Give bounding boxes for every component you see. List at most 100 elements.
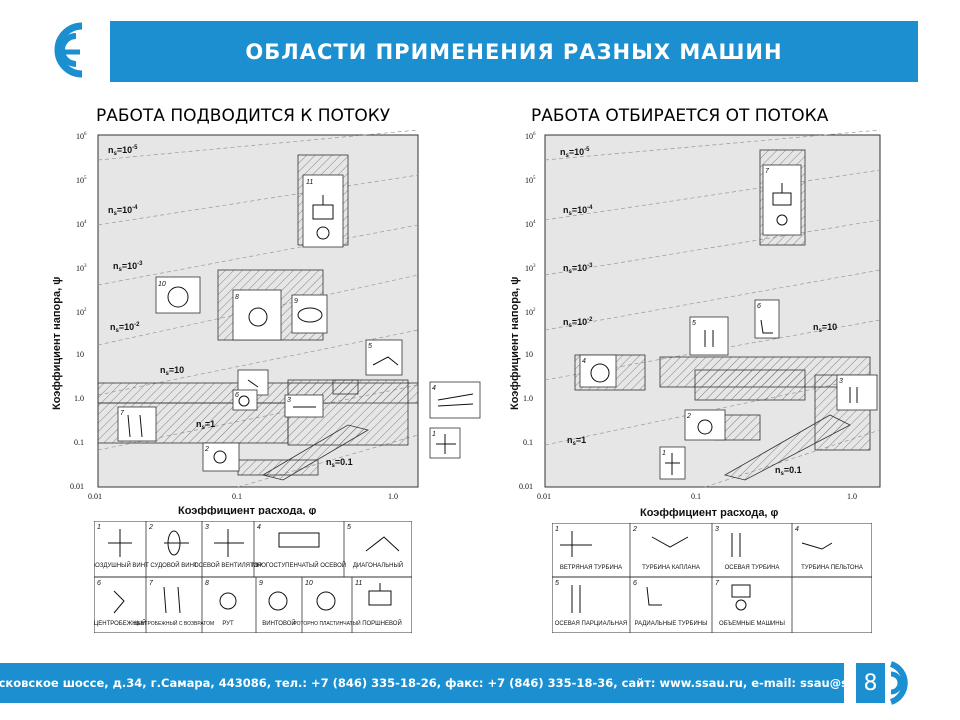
legend-labels: ВЕТРЯНАЯ ТУРБИНА ТУРБИНА КАПЛАНА ОСЕВАЯ … <box>555 565 863 627</box>
svg-text:105: 105 <box>525 176 536 185</box>
machine-7-icon <box>762 164 802 236</box>
y-axis-label: Коэффициент напора, ψ <box>509 277 521 410</box>
ns-label: ns=0.1 <box>775 465 802 477</box>
legend-label: ОСЕВОЙ ВЕНТИЛЯТОР <box>194 561 262 569</box>
svg-text:0.01: 0.01 <box>537 492 551 501</box>
ns-label: ns=10-4 <box>108 205 138 217</box>
svg-text:106: 106 <box>525 132 536 141</box>
svg-text:1.0: 1.0 <box>847 492 857 501</box>
machine-11-icon <box>302 174 344 248</box>
svg-text:103: 103 <box>525 264 536 273</box>
page-title: ОБЛАСТИ ПРИМЕНЕНИЯ РАЗНЫХ МАШИН <box>245 39 783 64</box>
machine-icons <box>117 174 403 472</box>
legend-labels: ВОЗДУШНЫЙ ВИНТ СУДОВОЙ ВИНТ ОСЕВОЙ ВЕНТИ… <box>94 561 403 627</box>
ns-label: ns=10-5 <box>108 145 138 157</box>
legend-label: ОСЕВАЯ ТУРБИНА <box>725 565 780 571</box>
machine-2-icon <box>684 409 726 441</box>
svg-text:5: 5 <box>347 524 351 531</box>
svg-text:2: 2 <box>686 413 691 420</box>
svg-text:0.01: 0.01 <box>519 482 533 491</box>
svg-text:3: 3 <box>205 524 209 531</box>
svg-text:10: 10 <box>158 281 166 288</box>
svg-text:1: 1 <box>432 431 436 438</box>
ns-label: ns=10-5 <box>560 147 590 159</box>
svg-text:8: 8 <box>235 294 239 301</box>
ns-label: ns=1 <box>567 435 586 447</box>
legend-label: РОТОРНО ПЛАСТИНЧАТЫЙ <box>293 619 361 627</box>
svg-text:2: 2 <box>632 526 637 533</box>
svg-text:1: 1 <box>555 526 559 533</box>
svg-text:102: 102 <box>76 308 87 317</box>
svg-text:7: 7 <box>149 580 154 587</box>
machine-6-icon <box>232 389 258 411</box>
ns-label: ns=10 <box>160 365 184 377</box>
svg-text:0.1: 0.1 <box>691 492 701 501</box>
svg-text:104: 104 <box>525 220 536 229</box>
header-bar: ОБЛАСТИ ПРИМЕНЕНИЯ РАЗНЫХ МАШИН <box>110 21 918 82</box>
legend-label: ОБЪЕМНЫЕ МАШИНЫ <box>719 621 785 627</box>
legend-label: МНОГОСТУПЕНЧАТЫЙ ОСЕВОЙ <box>252 561 346 569</box>
svg-text:1: 1 <box>97 524 101 531</box>
machine-5-icon <box>365 339 403 376</box>
svg-text:106: 106 <box>76 132 87 141</box>
svg-text:11: 11 <box>306 179 313 186</box>
svg-text:6: 6 <box>757 303 761 310</box>
legend-label: ДИАГОНАЛЬНЫЙ <box>353 561 403 569</box>
svg-text:4: 4 <box>795 526 799 533</box>
legend-label: ВИНТОВОЙ <box>262 619 296 627</box>
left-external-icons: 4 1 <box>429 381 481 459</box>
svg-text:0.1: 0.1 <box>523 438 533 447</box>
ns-label: ns=1 <box>196 419 215 431</box>
ns-label: ns=10-3 <box>563 263 593 275</box>
ns-label: ns=10-2 <box>563 317 593 329</box>
legend-label: ПОРШНЕВОЙ <box>362 619 402 627</box>
svg-text:6: 6 <box>235 392 239 399</box>
svg-text:1: 1 <box>662 450 666 457</box>
svg-text:3: 3 <box>287 397 291 404</box>
legend-label: СУДОВОЙ ВИНТ <box>150 561 198 569</box>
footer-address: ул. Московское шоссе, д.34, г.Самара, 44… <box>0 676 890 690</box>
svg-text:7: 7 <box>120 410 125 417</box>
legend-label: ОСЕВАЯ ПАРЦИАЛЬНАЯ <box>555 621 628 627</box>
machine-2-icon <box>202 442 240 472</box>
svg-text:3: 3 <box>839 378 843 385</box>
x-ticks: 0.01 0.1 1.0 <box>537 492 857 501</box>
legend-label: ТУРБИНА КАПЛАНА <box>642 565 700 571</box>
svg-text:0.1: 0.1 <box>232 492 242 501</box>
y-axis-label: Коэффициент напора, ψ <box>51 277 63 410</box>
svg-text:3: 3 <box>715 526 719 533</box>
footer-bar: ул. Московское шоссе, д.34, г.Самара, 44… <box>0 663 889 703</box>
ssau-logo-icon <box>54 22 83 78</box>
ns-label: ns=10-4 <box>563 205 593 217</box>
svg-text:0.01: 0.01 <box>88 492 102 501</box>
svg-text:6: 6 <box>633 580 637 587</box>
svg-text:11: 11 <box>355 580 362 587</box>
ns-label: ns=10 <box>813 322 837 334</box>
left-panel-title: РАБОТА ПОДВОДИТСЯ К ПОТОКУ <box>96 106 391 126</box>
svg-text:104: 104 <box>76 220 87 229</box>
svg-text:1.0: 1.0 <box>523 394 533 403</box>
svg-text:102: 102 <box>525 308 536 317</box>
svg-text:105: 105 <box>76 176 87 185</box>
x-axis-label: Коэффициент расхода, φ <box>640 507 779 519</box>
machine-5-icon <box>689 316 729 356</box>
page-number: 8 <box>856 663 885 703</box>
svg-text:10: 10 <box>76 350 84 359</box>
svg-text:9: 9 <box>294 298 298 305</box>
legend-label: ЦЕНТРОБЕЖНЫЙ <box>94 619 146 627</box>
ns-label: ns=0.1 <box>326 457 353 469</box>
legend-label: ТУРБИНА ПЕЛЬТОНА <box>801 565 863 571</box>
svg-text:8: 8 <box>205 580 209 587</box>
ssau-mark-icon <box>889 661 908 705</box>
svg-text:5: 5 <box>368 343 372 350</box>
svg-text:7: 7 <box>715 580 720 587</box>
legend-label: ВОЗДУШНЫЙ ВИНТ <box>94 561 149 569</box>
svg-text:103: 103 <box>76 264 87 273</box>
machine-8-icon <box>232 289 282 341</box>
svg-text:0.01: 0.01 <box>70 482 84 491</box>
ns-label: ns=10-2 <box>110 322 140 334</box>
legend-label: ВЕТРЯНАЯ ТУРБИНА <box>560 565 622 571</box>
